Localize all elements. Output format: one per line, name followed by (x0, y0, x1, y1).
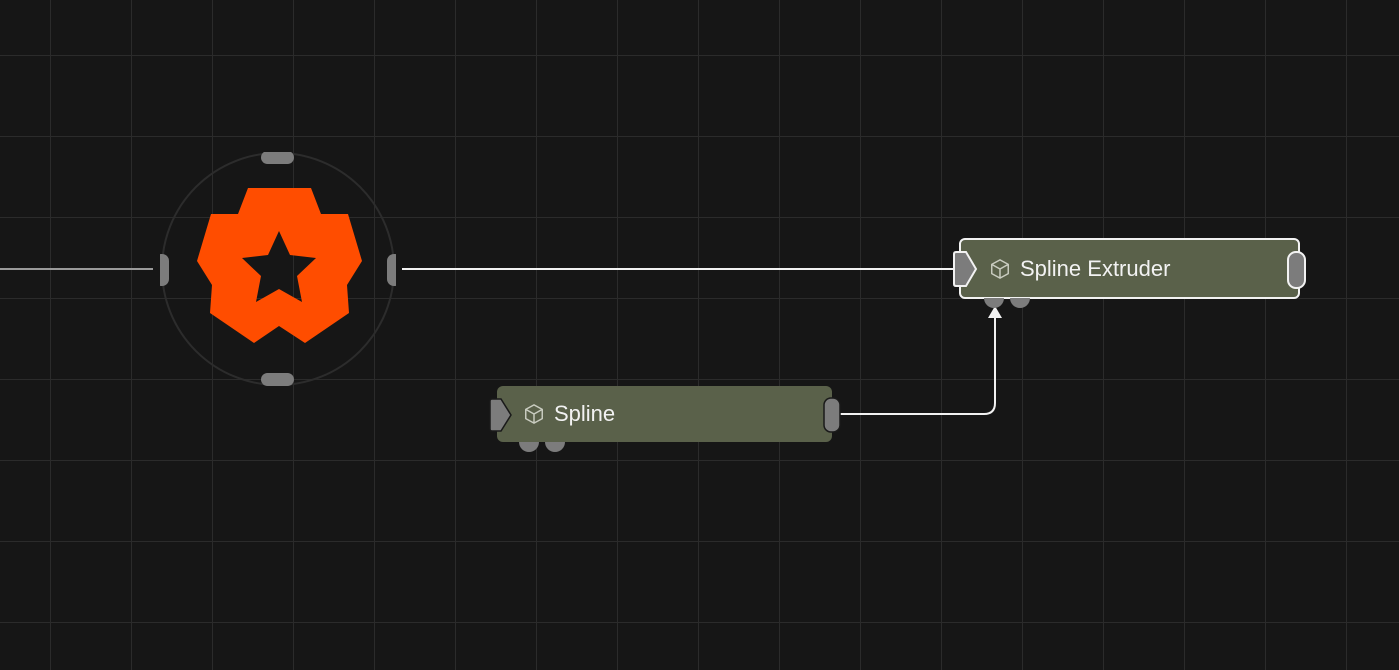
object-port-right[interactable] (387, 254, 402, 286)
node-title: Spline (554, 401, 616, 426)
cube-icon (991, 258, 1009, 279)
cube-icon (525, 404, 543, 424)
spline-node[interactable]: Spline (497, 386, 832, 442)
node-title: Spline Extruder (1020, 255, 1171, 281)
spline-extruder-output-port[interactable] (1286, 250, 1308, 290)
object-node[interactable] (154, 151, 402, 388)
object-node-ring (161, 152, 395, 386)
sub-port-1[interactable] (519, 442, 539, 452)
object-port-bottom[interactable] (261, 373, 294, 386)
sub-port-2[interactable] (1010, 298, 1030, 308)
spline-sub-ports (519, 442, 565, 452)
spline-output-port[interactable] (822, 396, 842, 434)
spline-extruder-node[interactable]: Spline Extruder (959, 238, 1300, 299)
object-port-left[interactable] (154, 254, 169, 286)
object-port-top[interactable] (261, 151, 294, 164)
wire-arrowhead (988, 306, 1002, 318)
sub-port-1[interactable] (984, 298, 1004, 308)
spline-extruder-sub-ports (984, 298, 1030, 308)
object-star-icon (197, 188, 362, 343)
sub-port-2[interactable] (545, 442, 565, 452)
wire-spline-to-extruder[interactable] (838, 314, 996, 415)
spline-input-port[interactable] (489, 398, 513, 432)
spline-extruder-input-port[interactable] (952, 251, 978, 287)
